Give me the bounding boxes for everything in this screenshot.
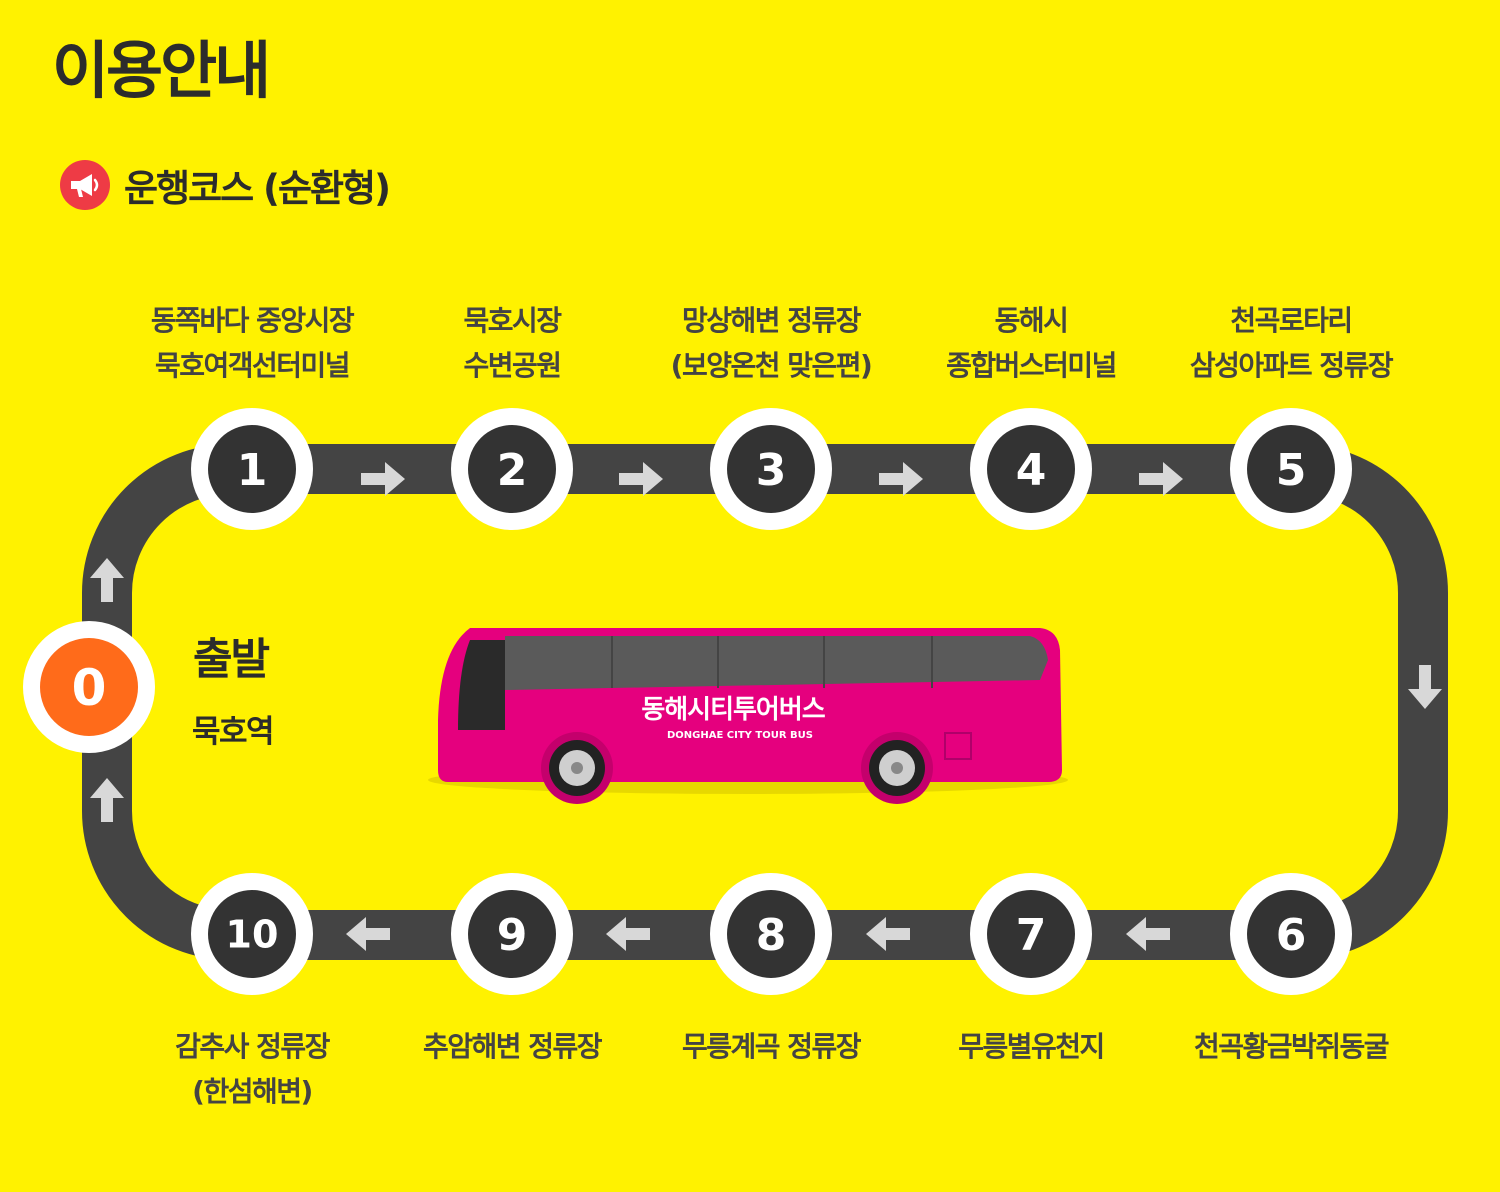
stop-label-line: (보양온천 맞은편): [670, 349, 873, 382]
bus-rear-wheel: [861, 732, 933, 804]
stop-marker-6[interactable]: 6: [1230, 873, 1352, 995]
stop-label-line: 무릉계곡 정류장: [681, 1030, 862, 1063]
stop-marker-10-number: 10: [226, 913, 279, 957]
arrow-icon: [1139, 462, 1183, 496]
stop-label-line: 천곡로타리: [1230, 304, 1353, 337]
stop-marker-0-number: 0: [72, 659, 107, 717]
stop-label-line: 묵호시장: [463, 304, 562, 337]
stop-label-line: 종합버스터미널: [946, 349, 1117, 382]
arrow-icon: [866, 917, 910, 951]
stop-label-6: 천곡황금박쥐동굴: [1141, 1024, 1441, 1069]
stop-label-7: 무릉별유천지: [881, 1024, 1181, 1069]
stop-label-3: 망상해변 정류장 (보양온천 맞은편): [621, 298, 921, 388]
arrow-icon: [879, 462, 923, 496]
stop-label-10: 감추사 정류장 (한섬해변): [102, 1024, 402, 1114]
arrow-icon: [90, 778, 124, 822]
stop-marker-3[interactable]: 3: [710, 408, 832, 530]
stop-marker-9-number: 9: [497, 910, 528, 961]
stop-label-line: 묵호여객선터미널: [154, 349, 351, 382]
arrow-icon: [361, 462, 405, 496]
stop-label-line: 동쪽바다 중앙시장: [150, 304, 355, 337]
stop-label-line: 동해시: [994, 304, 1069, 337]
stop-markers: 0 1 2 3 4 5 6 7 8 9 10: [23, 408, 1352, 995]
stop-marker-4[interactable]: 4: [970, 408, 1092, 530]
start-title: 출발: [193, 635, 270, 685]
tour-bus: 동해시티투어버스 DONGHAE CITY TOUR BUS: [428, 628, 1068, 804]
stop-label-line: 수변공원: [463, 349, 562, 382]
bus-name-en: DONGHAE CITY TOUR BUS: [667, 730, 813, 741]
course-heading-text: 운행코스 (순환형): [124, 167, 391, 210]
stop-label-9: 추암해변 정류장: [362, 1024, 662, 1069]
start-station-name: 묵호역: [192, 714, 275, 750]
direction-arrows: [90, 462, 1442, 951]
megaphone-icon: [60, 160, 110, 210]
stop-marker-8-number: 8: [756, 910, 787, 961]
stop-label-line: (한섬해변): [192, 1075, 313, 1108]
bus-windshield: [458, 640, 505, 730]
arrow-icon: [1408, 665, 1442, 709]
stop-label-line: 망상해변 정류장: [681, 304, 862, 337]
stop-label-line: 삼성아파트 정류장: [1189, 349, 1394, 382]
stop-marker-2-number: 2: [497, 445, 528, 496]
stop-label-8: 무릉계곡 정류장: [621, 1024, 921, 1069]
arrow-icon: [90, 558, 124, 602]
stop-marker-3-number: 3: [756, 445, 787, 496]
stop-marker-2[interactable]: 2: [451, 408, 573, 530]
stop-label-line: 무릉별유천지: [958, 1030, 1105, 1063]
bus-name: 동해시티투어버스: [641, 695, 825, 725]
stop-marker-8[interactable]: 8: [710, 873, 832, 995]
stop-marker-5-number: 5: [1276, 445, 1307, 496]
course-heading: 운행코스 (순환형): [60, 160, 391, 210]
stop-label-line: 감추사 정류장: [175, 1030, 330, 1063]
stop-marker-1[interactable]: 1: [191, 408, 313, 530]
bus-front-wheel: [541, 732, 613, 804]
page-title: 이용안내: [52, 34, 271, 107]
arrow-icon: [346, 917, 390, 951]
stop-marker-7-number: 7: [1016, 910, 1047, 961]
arrow-icon: [619, 462, 663, 496]
arrow-icon: [1126, 917, 1170, 951]
stop-marker-10[interactable]: 10: [191, 873, 313, 995]
stop-marker-9[interactable]: 9: [451, 873, 573, 995]
stop-marker-4-number: 4: [1016, 445, 1047, 496]
stop-marker-1-number: 1: [237, 445, 268, 496]
stop-label-line: 추암해변 정류장: [422, 1030, 603, 1063]
stop-label-line: 천곡황금박쥐동굴: [1193, 1030, 1390, 1063]
arrow-icon: [606, 917, 650, 951]
stop-marker-7[interactable]: 7: [970, 873, 1092, 995]
stop-marker-6-number: 6: [1276, 910, 1307, 961]
stop-marker-0[interactable]: 0: [23, 621, 155, 753]
stop-marker-5[interactable]: 5: [1230, 408, 1352, 530]
bus-windows: [505, 636, 1048, 690]
